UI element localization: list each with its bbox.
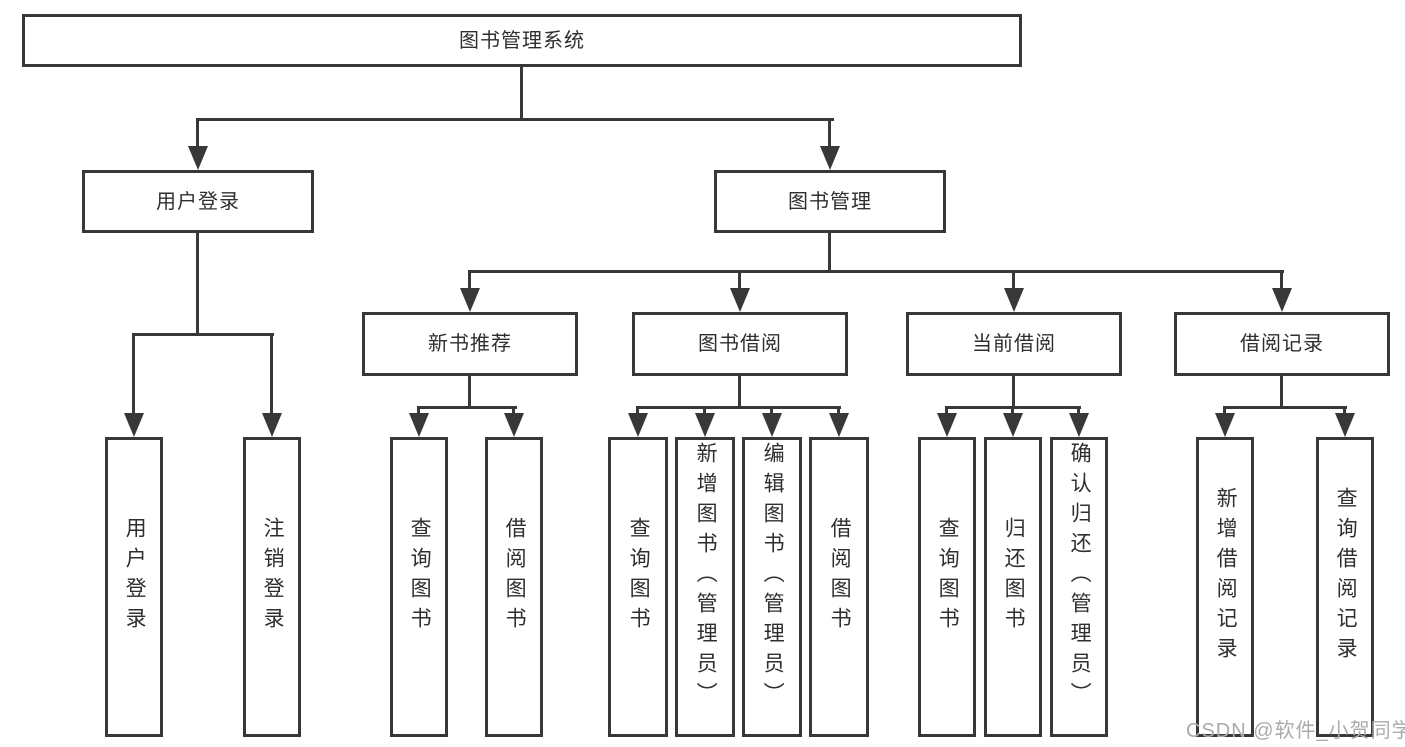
node-new-book-recommend: 新书推荐 xyxy=(362,312,578,376)
leaf-label: 查询图书 xyxy=(936,517,960,637)
connector-line xyxy=(1223,406,1347,409)
leaf-add-book-admin: 新增图书（管理员） xyxy=(675,437,735,737)
arrowhead-down-icon xyxy=(262,413,282,437)
leaf-label: 归还图书 xyxy=(1002,517,1026,637)
node-current-borrowing: 当前借阅 xyxy=(906,312,1122,376)
leaf-label: 查询借阅记录 xyxy=(1334,487,1358,667)
node-book-borrowing: 图书借阅 xyxy=(632,312,848,376)
connector-line xyxy=(417,406,517,409)
connector-line xyxy=(828,233,831,272)
connector-line xyxy=(636,406,639,415)
connector-line xyxy=(132,333,135,415)
arrowhead-down-icon xyxy=(628,413,648,437)
connector-line xyxy=(196,118,199,148)
connector-line xyxy=(417,406,420,415)
connector-line xyxy=(468,270,471,290)
connector-line xyxy=(828,118,831,148)
leaf-query-books-current: 查询图书 xyxy=(918,437,976,737)
connector-line xyxy=(468,270,1284,273)
arrowhead-down-icon xyxy=(695,413,715,437)
csdn-watermark: CSDN @软件_小贺同学 xyxy=(1186,720,1405,742)
leaf-query-borrow-record: 查询借阅记录 xyxy=(1316,437,1374,737)
node-label: 当前借阅 xyxy=(972,333,1056,355)
leaf-label: 新增图书（管理员） xyxy=(694,442,718,712)
arrowhead-down-icon xyxy=(1069,413,1089,437)
leaf-return-book: 归还图书 xyxy=(984,437,1042,737)
node-label: 新书推荐 xyxy=(428,333,512,355)
leaf-label: 查询图书 xyxy=(408,517,432,637)
connector-line xyxy=(520,67,523,120)
leaf-label: 确认归还（管理员） xyxy=(1068,442,1092,712)
leaf-query-books-borrow: 查询图书 xyxy=(608,437,668,737)
connector-line xyxy=(132,333,274,336)
arrowhead-down-icon xyxy=(124,413,144,437)
node-user-login: 用户登录 xyxy=(82,170,314,233)
connector-line xyxy=(512,406,515,415)
arrowhead-down-icon xyxy=(937,413,957,437)
connector-line xyxy=(945,406,948,415)
leaf-label: 借阅图书 xyxy=(503,517,527,637)
leaf-label: 注销登录 xyxy=(261,517,285,637)
connector-line xyxy=(770,406,773,415)
connector-line xyxy=(703,406,706,415)
connector-line xyxy=(270,333,273,415)
connector-line xyxy=(1012,270,1015,290)
connector-line xyxy=(738,376,741,409)
leaf-borrow-books-borrow: 借阅图书 xyxy=(809,437,869,737)
connector-line xyxy=(1077,406,1080,415)
arrowhead-down-icon xyxy=(188,146,208,170)
connector-line xyxy=(1280,376,1283,409)
connector-line xyxy=(1343,406,1346,415)
leaf-label: 查询图书 xyxy=(627,517,651,637)
arrowhead-down-icon xyxy=(1004,288,1024,312)
arrowhead-down-icon xyxy=(460,288,480,312)
node-label: 借阅记录 xyxy=(1240,333,1324,355)
arrowhead-down-icon xyxy=(762,413,782,437)
leaf-label: 用户登录 xyxy=(123,517,147,637)
node-book-management: 图书管理 xyxy=(714,170,946,233)
arrowhead-down-icon xyxy=(1215,413,1235,437)
node-label: 用户登录 xyxy=(156,190,240,213)
node-label: 图书管理系统 xyxy=(459,29,585,52)
leaf-confirm-return-admin: 确认归还（管理员） xyxy=(1050,437,1108,737)
arrowhead-down-icon xyxy=(1335,413,1355,437)
connector-line xyxy=(1223,406,1226,415)
leaf-borrow-books-recommend: 借阅图书 xyxy=(485,437,543,737)
leaf-edit-book-admin: 编辑图书（管理员） xyxy=(742,437,802,737)
node-borrowing-records: 借阅记录 xyxy=(1174,312,1390,376)
connector-line xyxy=(1280,270,1283,290)
connector-line xyxy=(1011,406,1014,415)
node-label: 图书管理 xyxy=(788,190,872,213)
connector-line xyxy=(468,376,471,409)
arrowhead-down-icon xyxy=(504,413,524,437)
arrowhead-down-icon xyxy=(409,413,429,437)
leaf-add-borrow-record: 新增借阅记录 xyxy=(1196,437,1254,737)
leaf-label: 编辑图书（管理员） xyxy=(761,442,785,712)
connector-line xyxy=(196,118,834,121)
arrowhead-down-icon xyxy=(829,413,849,437)
connector-line xyxy=(837,406,840,415)
node-book-management-system: 图书管理系统 xyxy=(22,14,1022,67)
leaf-logout: 注销登录 xyxy=(243,437,301,737)
connector-line xyxy=(636,406,841,409)
leaf-query-books-recommend: 查询图书 xyxy=(390,437,448,737)
leaf-label: 借阅图书 xyxy=(828,517,852,637)
arrowhead-down-icon xyxy=(730,288,750,312)
leaf-user-login: 用户登录 xyxy=(105,437,163,737)
arrowhead-down-icon xyxy=(1272,288,1292,312)
connector-line xyxy=(738,270,741,290)
arrowhead-down-icon xyxy=(820,146,840,170)
connector-line xyxy=(1012,376,1015,409)
leaf-label: 新增借阅记录 xyxy=(1214,487,1238,667)
connector-line xyxy=(196,233,199,335)
node-label: 图书借阅 xyxy=(698,333,782,355)
arrowhead-down-icon xyxy=(1003,413,1023,437)
